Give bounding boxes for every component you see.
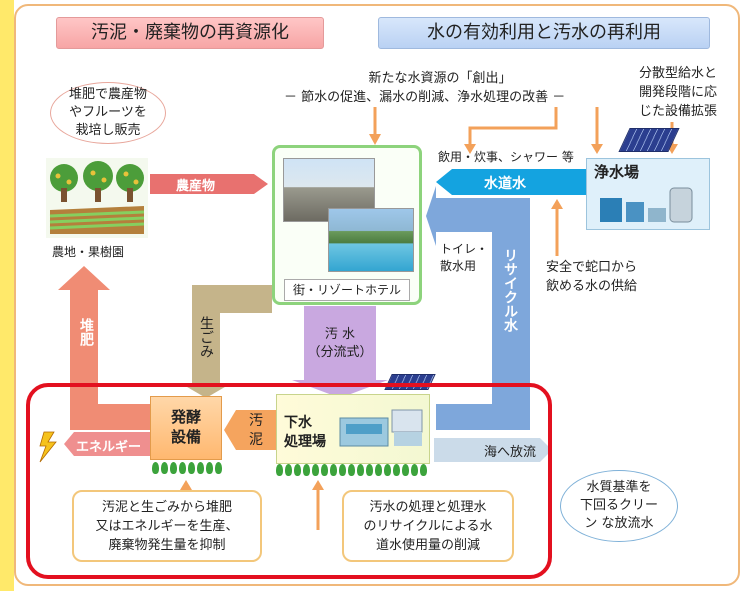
fermentation-facility: 発酵 設備	[150, 396, 222, 460]
water-quality-bubble: 水質基準を 下回るクリー ン な放流水	[560, 470, 678, 542]
uses-label: 飲用・炊事、シャワー 等	[438, 150, 574, 164]
resort-photo	[328, 208, 414, 272]
water-plant-illustration	[600, 187, 693, 223]
header-sludge-recycling: 汚泥・廃棄物の再資源化	[56, 17, 324, 49]
header-water-reuse: 水の有効利用と汚水の再利用	[378, 17, 710, 49]
new-water-resource-subtitle: － 節水の促進、漏水の削減、浄水処理の改善 －	[284, 90, 566, 105]
sewage-label: 汚 水 （分流式）	[307, 327, 373, 360]
tap-water-arrow	[436, 169, 592, 195]
trees-row-left	[152, 462, 222, 476]
water-plant-label: 浄水場	[594, 163, 640, 181]
farm-label: 農地・果樹園	[52, 245, 125, 259]
farm-illustration	[46, 158, 148, 238]
sludge-label: 汚 泥	[249, 413, 263, 448]
produce-label: 農産物	[176, 179, 216, 194]
distributed-supply-text: 分散型給水と 開発段階に応 じた設備拡張	[638, 66, 717, 119]
farm-bubble: 堆肥で農産物 やフルーツを 栽培し販売	[50, 82, 166, 144]
compost-label: 堆肥	[78, 318, 94, 346]
sewage-plant-illustration	[339, 409, 423, 447]
energy-label: エネルギー	[76, 440, 142, 455]
recycle-water-label: リサイクル水	[502, 248, 518, 332]
tap-water-label: 水道水	[484, 176, 526, 192]
note-water-recycle: 汚水の処理と処理水 のリサイクルによる水 道水使用量の削減	[342, 490, 514, 562]
trees-row-right	[276, 464, 427, 478]
hotel-label: 街・リゾートホテル	[284, 279, 410, 301]
sea-discharge-label: 海へ放流	[484, 445, 537, 460]
produce-arrow	[150, 174, 268, 194]
food-waste-label: 生ごみ	[198, 316, 214, 358]
highlight-frame	[26, 383, 552, 579]
left-accent-strip	[0, 0, 14, 591]
note-sludge-compost: 汚泥と生ごみから堆肥 又はエネルギーを生産、 廃棄物発生量を抑制	[72, 490, 262, 562]
sewage-plant-label: 下水 処理場	[284, 415, 326, 450]
new-water-resource-title: 新たな水資源の「創出」	[368, 71, 512, 86]
toilet-label: トイレ・ 散水用	[440, 242, 489, 273]
safe-water-text: 安全で蛇口から 飲める水の供給	[546, 260, 638, 294]
